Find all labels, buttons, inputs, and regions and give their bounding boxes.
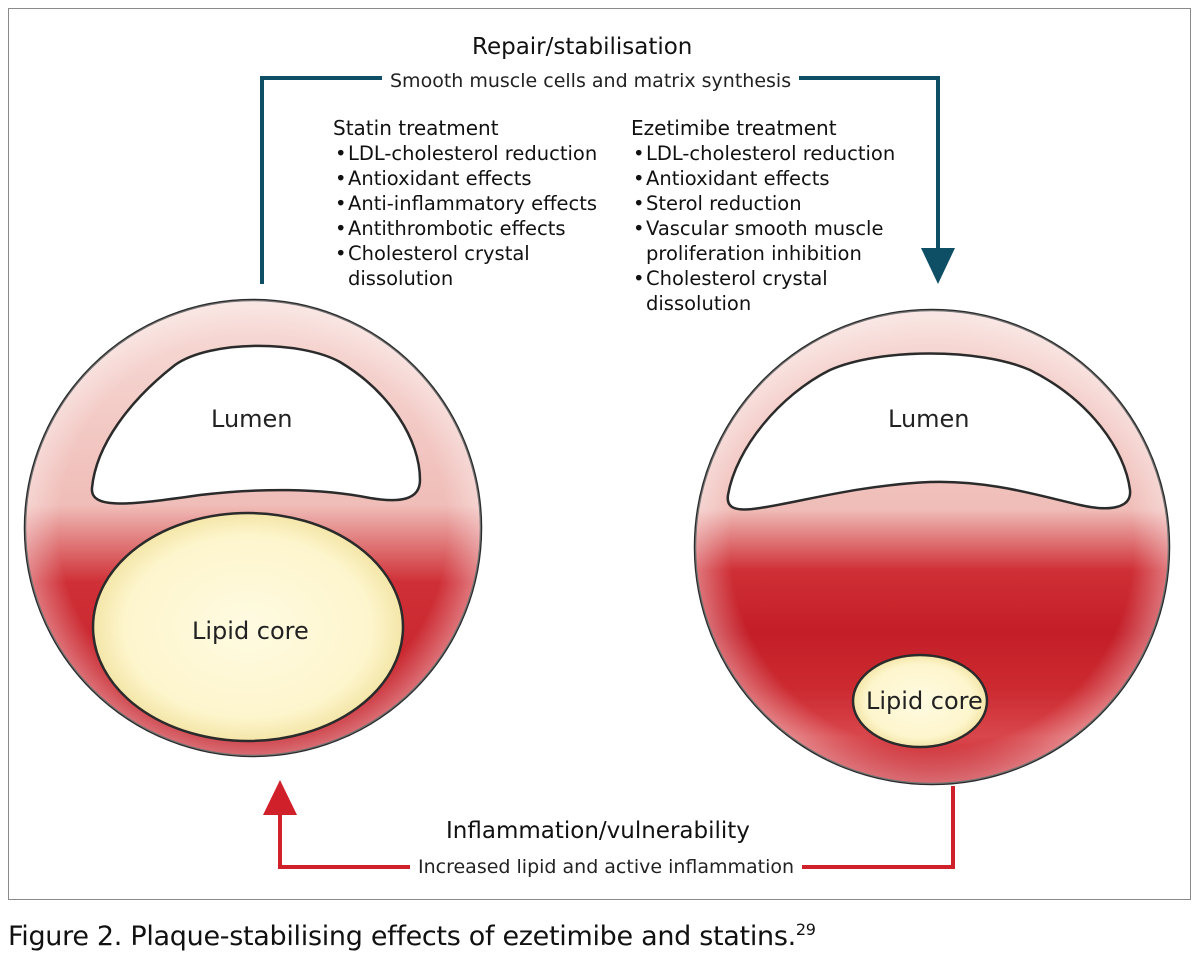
statin-list: LDL-cholesterol reduction Antioxidant ef…	[333, 141, 597, 291]
right-vessel	[693, 308, 1171, 786]
ezetimibe-item: LDL-cholesterol reduction	[631, 141, 918, 166]
ezetimibe-item: Vascular smooth muscle proliferation inh…	[631, 216, 918, 266]
statin-item: Cholesterol crystal dissolution	[333, 241, 563, 291]
ezetimibe-list: LDL-cholesterol reduction Antioxidant ef…	[631, 141, 918, 316]
caption-text: Figure 2. Plaque-stabilising effects of …	[8, 921, 796, 952]
left-lipid-core-label: Lipid core	[192, 617, 309, 645]
statin-item: Anti-inflammatory effects	[333, 191, 597, 216]
figure-caption: Figure 2. Plaque-stabilising effects of …	[8, 921, 816, 952]
ezetimibe-block: Ezetimibe treatment LDL-cholesterol redu…	[631, 116, 918, 316]
right-lumen	[726, 352, 1132, 511]
ezetimibe-item: Sterol reduction	[631, 191, 918, 216]
inflammation-arrowhead-icon	[263, 780, 297, 815]
right-lumen-label: Lumen	[888, 405, 970, 433]
left-lumen	[90, 344, 422, 505]
inflammation-subtitle: Increased lipid and active inflammation	[410, 856, 803, 878]
statin-item: Antioxidant effects	[333, 166, 597, 191]
right-lipid-core	[851, 653, 989, 749]
left-lipid-core	[91, 511, 405, 743]
ezetimibe-item: Cholesterol crystal dissolution	[631, 266, 861, 316]
repair-subtitle: Smooth muscle cells and matrix synthesis	[382, 70, 800, 92]
repair-title: Repair/stabilisation	[472, 34, 693, 60]
left-lumen-label: Lumen	[211, 405, 293, 433]
left-vessel	[23, 298, 483, 758]
ezetimibe-item: Antioxidant effects	[631, 166, 918, 191]
figure-frame	[8, 8, 1191, 900]
repair-arrowhead-icon	[921, 248, 955, 284]
statin-heading: Statin treatment	[333, 116, 499, 140]
statin-item: Antithrombotic effects	[333, 216, 597, 241]
right-lipid-core-label: Lipid core	[866, 687, 983, 715]
statin-item: LDL-cholesterol reduction	[333, 141, 597, 166]
caption-ref: 29	[795, 920, 816, 939]
inflammation-title: Inflammation/vulnerability	[446, 818, 750, 844]
statin-block: Statin treatment LDL-cholesterol reducti…	[333, 116, 597, 291]
ezetimibe-heading: Ezetimibe treatment	[631, 116, 837, 140]
